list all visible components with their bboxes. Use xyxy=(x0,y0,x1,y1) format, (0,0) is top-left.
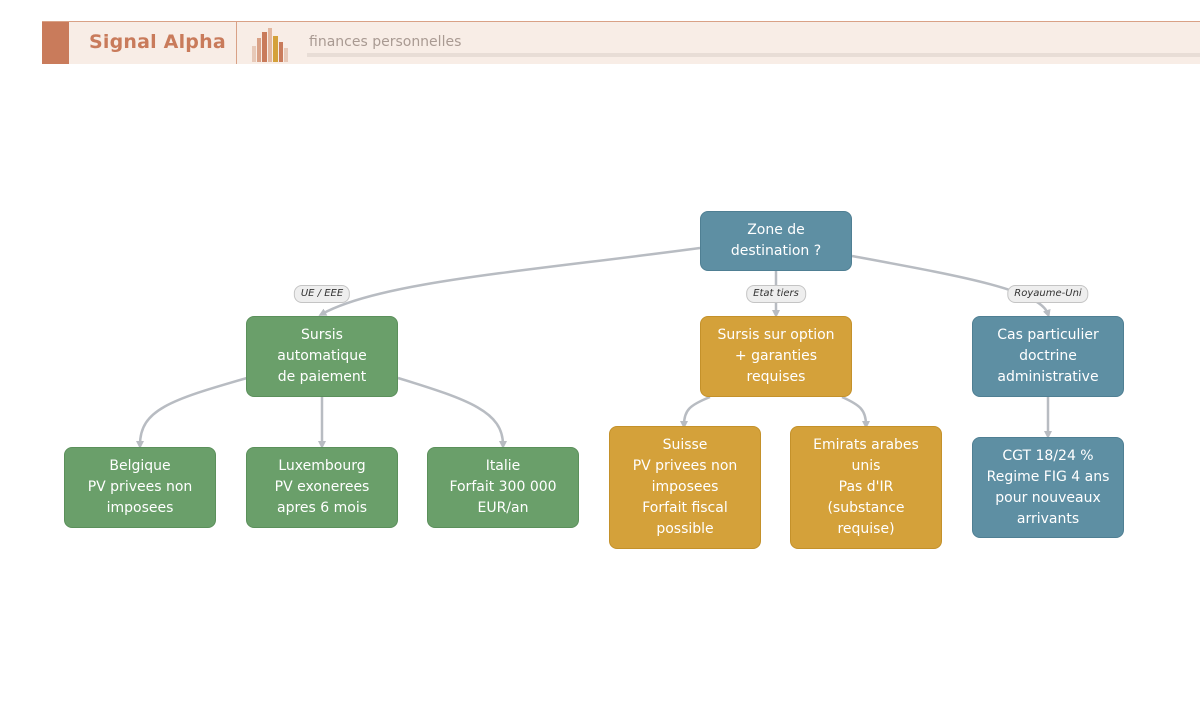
node-suisse[interactable]: Suisse PV privees non imposees Forfait f… xyxy=(609,426,761,549)
edge-sursis-italie xyxy=(397,376,507,449)
brand-name[interactable]: Signal Alpha xyxy=(89,31,226,53)
edge-label-royaume-uni: Royaume-Uni xyxy=(1007,285,1089,303)
node-cas-particulier[interactable]: Cas particulier doctrine administrative xyxy=(972,316,1124,397)
tagline-underline xyxy=(307,53,1200,57)
node-emirats-arabes-unis[interactable]: Emirats arabes unis Pas d'IR (substance … xyxy=(790,426,942,549)
header-divider xyxy=(236,22,237,64)
node-luxembourg[interactable]: Luxembourg PV exonerees apres 6 mois xyxy=(246,447,398,528)
node-belgique[interactable]: Belgique PV privees non imposees xyxy=(64,447,216,528)
header-accent-bar xyxy=(42,22,69,64)
edge-root-ru xyxy=(851,254,1051,318)
edge-label-etat-tiers: Etat tiers xyxy=(746,285,806,303)
edge-label-ue-eee: UE / EEE xyxy=(293,285,351,303)
bar-chart-logo-icon xyxy=(252,28,288,62)
edge-root-ue xyxy=(318,246,701,316)
node-sursis-option[interactable]: Sursis sur option + garanties requises xyxy=(700,316,852,397)
edge-option-emirats xyxy=(841,395,870,429)
tagline: finances personnelles xyxy=(309,34,462,50)
node-italie[interactable]: Italie Forfait 300 000 EUR/an xyxy=(427,447,579,528)
edge-sursis-belgique xyxy=(136,376,248,449)
node-sursis-automatique[interactable]: Sursis automatique de paiement xyxy=(246,316,398,397)
app-header: Signal Alpha finances personnelles xyxy=(42,21,1200,64)
node-cgt-regime-fig[interactable]: CGT 18/24 % Regime FIG 4 ans pour nouvea… xyxy=(972,437,1124,538)
edge-option-suisse xyxy=(680,395,711,429)
node-root-zone-destination[interactable]: Zone de destination ? xyxy=(700,211,852,271)
